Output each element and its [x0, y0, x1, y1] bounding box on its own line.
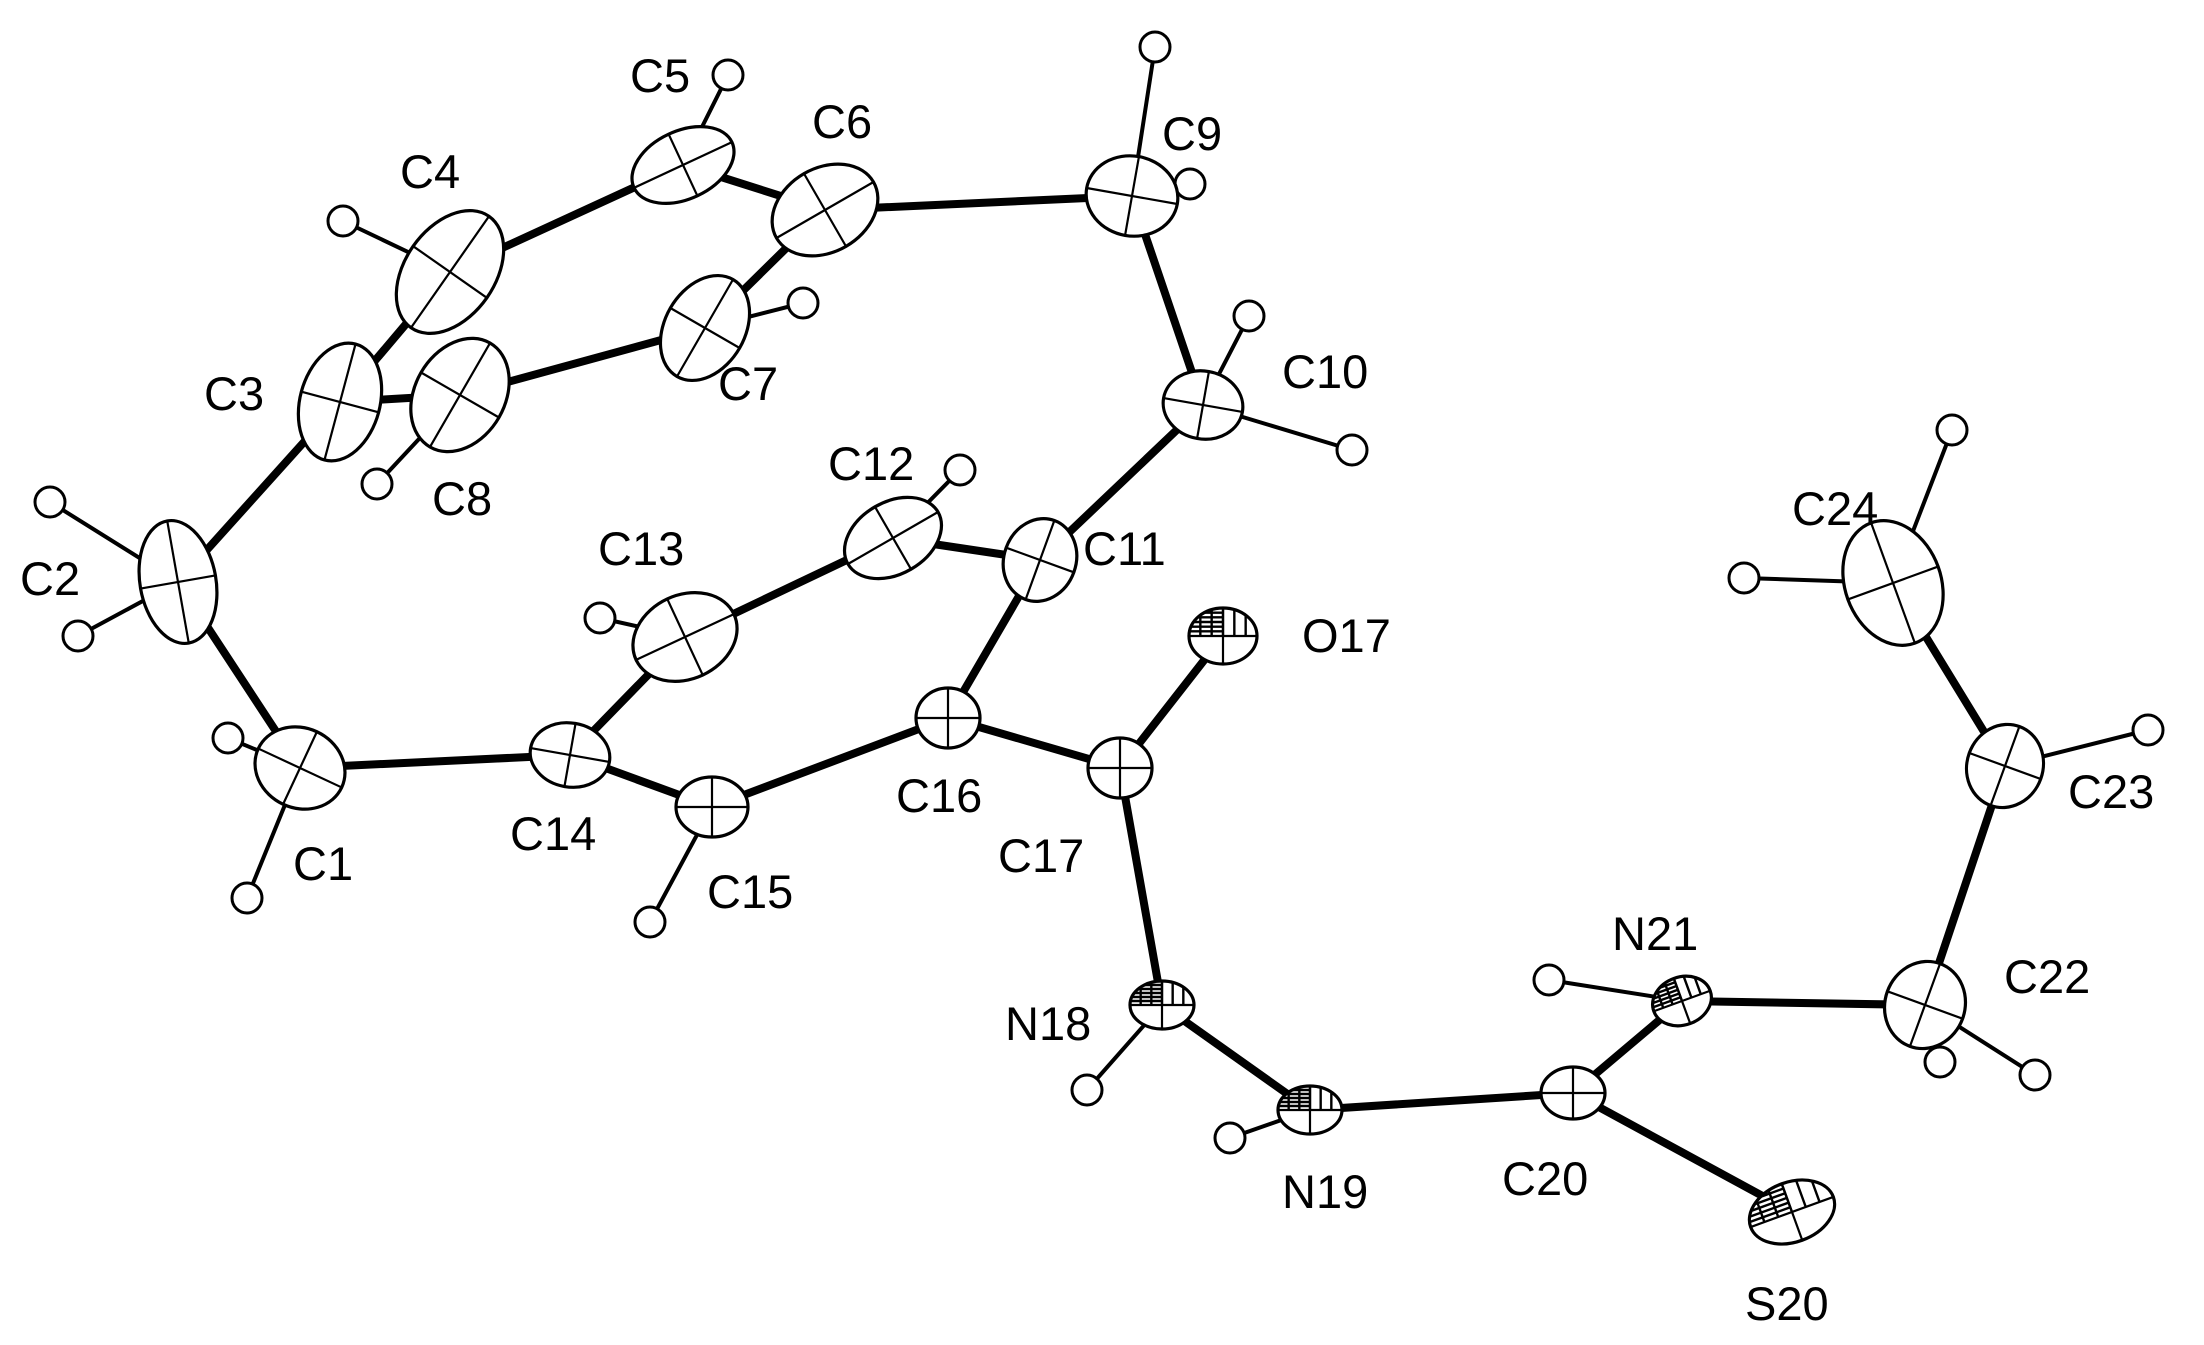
atom-ellipsoid-n21 — [1651, 974, 1713, 1028]
label-c5: C5 — [630, 49, 690, 102]
label-c9: C9 — [1162, 107, 1222, 160]
label-n19: N19 — [1282, 1165, 1368, 1218]
hydrogen-atom — [2131, 713, 2165, 747]
atom-ellipsoid-c1 — [253, 725, 347, 811]
atom-ellipsoid-n19 — [1276, 1084, 1344, 1136]
hydrogen-atom — [1335, 433, 1369, 467]
label-c17: C17 — [998, 829, 1084, 882]
hydrogen-atom — [2018, 1058, 2052, 1092]
label-o17: O17 — [1302, 609, 1391, 662]
bond-c20-s20 — [1569, 1089, 1796, 1216]
hydrogen-atom — [1070, 1073, 1104, 1107]
hydrogen-atom — [1232, 299, 1266, 333]
label-c12: C12 — [828, 437, 914, 490]
hydrogen-atom — [583, 601, 617, 635]
atom-ellipsoid-c7 — [658, 273, 752, 383]
label-c6: C6 — [812, 95, 872, 148]
atom-ellipsoid-s20 — [1747, 1178, 1837, 1246]
label-c2: C2 — [20, 552, 80, 605]
atom-ellipsoid-c13 — [631, 591, 739, 683]
bond-c17-n18 — [1116, 764, 1166, 1009]
hydrogen-atom — [1138, 30, 1172, 64]
hydrogen-atom — [230, 881, 264, 915]
label-c4: C4 — [400, 145, 460, 198]
label-c13: C13 — [598, 522, 684, 575]
label-c16: C16 — [896, 769, 982, 822]
hydrogen-atom — [1532, 963, 1566, 997]
atom-ellipsoid-n18 — [1128, 979, 1196, 1031]
hydrogen-atom — [61, 619, 95, 653]
hydrogen-atom — [943, 453, 977, 487]
label-c23: C23 — [2068, 765, 2154, 818]
atom-ellipsoid-c23 — [1964, 722, 2046, 810]
atom-ellipsoid-c3 — [296, 341, 384, 463]
atom-ellipsoid-c6 — [770, 162, 880, 258]
atom-ellipsoid-c17 — [1086, 736, 1154, 800]
atom-ellipsoid-c10 — [1161, 369, 1245, 441]
atom-ellipsoid-c24 — [1841, 519, 1945, 647]
atom-ellipsoid-o17 — [1187, 606, 1259, 666]
atom-ellipsoid-c9 — [1084, 154, 1180, 238]
atom-ellipsoid-c16 — [914, 686, 982, 750]
hydrogen-atom — [326, 204, 360, 238]
hydrogen-atom — [1213, 1121, 1247, 1155]
hydrogen-atom — [1727, 561, 1761, 595]
atom-ellipsoid-c8 — [409, 336, 511, 454]
atom-ellipsoid-c15 — [674, 775, 750, 839]
atom-ellipsoid-c5 — [630, 125, 736, 205]
hydrogen-atom — [360, 467, 394, 501]
hydrogen-atom — [633, 905, 667, 939]
bond-n18-n19 — [1158, 1001, 1314, 1114]
atom-ellipsoid-c12 — [842, 495, 944, 581]
label-c11: C11 — [1083, 522, 1166, 575]
label-c20: C20 — [1502, 1152, 1588, 1205]
label-n18: N18 — [1005, 997, 1091, 1050]
hydrogen-atom — [711, 58, 745, 92]
hydrogen-atom — [211, 721, 245, 755]
hydrogen-atom — [1923, 1045, 1957, 1079]
label-c14: C14 — [510, 807, 596, 860]
label-n21: N21 — [1612, 907, 1698, 960]
label-c22: C22 — [2004, 950, 2090, 1003]
atom-ellipsoid-c11 — [1001, 517, 1079, 603]
atom-ellipsoid-c22 — [1882, 959, 1968, 1051]
label-c24: C24 — [1792, 482, 1878, 535]
atom-ellipsoid-c4 — [394, 209, 506, 335]
bond-c15-c16 — [708, 714, 952, 811]
hydrogen-atom — [786, 286, 820, 320]
bond-n19-c20 — [1306, 1089, 1577, 1114]
label-c15: C15 — [707, 865, 793, 918]
label-s20: S20 — [1745, 1277, 1829, 1330]
label-c1: C1 — [293, 837, 353, 890]
hydrogen-atom — [33, 485, 67, 519]
label-c10: C10 — [1282, 345, 1368, 398]
hydrogen-atom — [1173, 167, 1207, 201]
atom-ellipsoid-c20 — [1539, 1065, 1607, 1121]
label-c3: C3 — [204, 367, 264, 420]
label-c7: C7 — [718, 357, 778, 410]
atom-ellipsoid-c14 — [528, 721, 612, 789]
label-c8: C8 — [432, 472, 492, 525]
hydrogen-atom — [1935, 413, 1969, 447]
atom-ellipsoid-c2 — [137, 518, 219, 646]
